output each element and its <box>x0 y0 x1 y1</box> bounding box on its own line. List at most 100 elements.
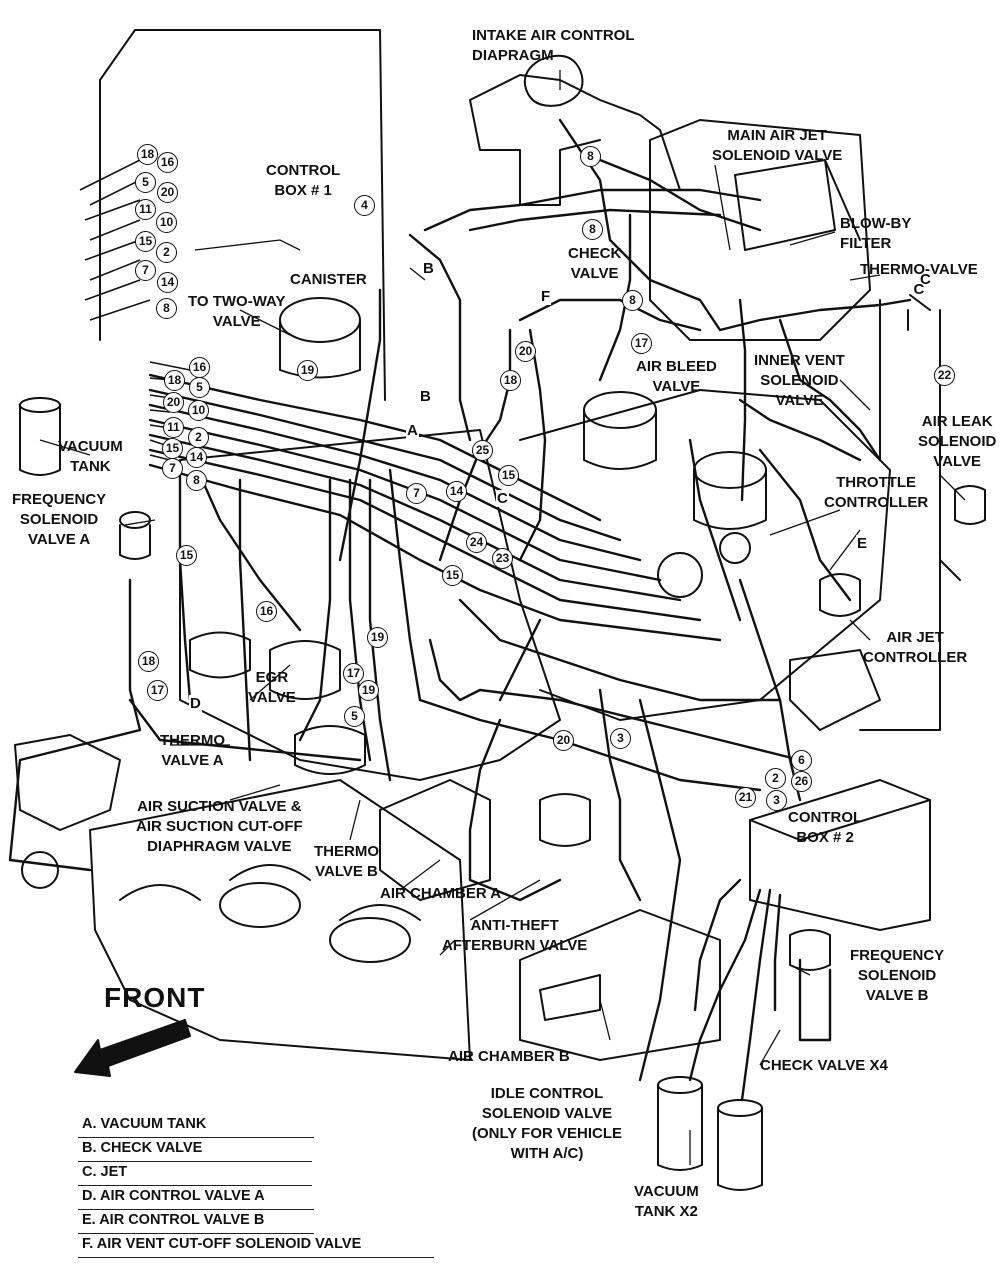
hose-number-circle: 5 <box>344 706 365 727</box>
component-letter-mark: A <box>406 422 419 439</box>
hose-number-circle: 22 <box>934 365 955 386</box>
hose-number-circle: 7 <box>162 458 183 479</box>
hose-number-circle: 19 <box>297 360 318 381</box>
label-air-chamber-b: AIR CHAMBER B <box>448 1048 570 1065</box>
hose-number-circle: 20 <box>515 341 536 362</box>
air-chamber-a <box>379 779 491 901</box>
label-air-bleed-valve: AIR BLEED VALVE <box>636 358 717 395</box>
component-letter-mark: B <box>419 388 432 405</box>
hose-number-circle: 23 <box>492 548 513 569</box>
hose-number-circle: 15 <box>135 231 156 252</box>
hose-number-circle: 18 <box>164 370 185 391</box>
label-control-box-1: CONTROL BOX # 1 <box>266 162 341 199</box>
hose-number-circle: 10 <box>156 212 177 233</box>
component-letter-mark: F <box>540 288 552 305</box>
hose-number-circle: 7 <box>406 483 427 504</box>
label-inner-vent-solenoid-valve: INNER VENT SOLENOID VALVE <box>754 352 845 409</box>
hose-number-circle: 5 <box>189 377 210 398</box>
hose-number-circle: 14 <box>186 447 207 468</box>
hose-number-circle: 14 <box>446 481 467 502</box>
label-air-leak-solenoid-valve: AIR LEAK SOLENOID VALVE <box>918 413 997 470</box>
label-check-valve: CHECK VALVE <box>568 245 622 282</box>
hose-number-circle: 5 <box>135 172 156 193</box>
label-check-valve-x4: CHECK VALVE X4 <box>760 1057 888 1074</box>
hose-number-circle: 8 <box>582 219 603 240</box>
hose-number-circle: 16 <box>157 152 178 173</box>
component-letter-mark: C <box>496 490 509 507</box>
body-outline <box>99 29 386 401</box>
hose-number-circle: 11 <box>135 199 156 220</box>
label-thermo-valve-a: THERMO VALVE A <box>160 732 225 769</box>
label-thermo-valve-c: THERMO-VALVE C <box>860 261 978 298</box>
hose-number-circle: 8 <box>622 290 643 311</box>
hose-number-circle: 15 <box>442 565 463 586</box>
label-egr-valve: EGR VALVE <box>248 669 296 706</box>
hose-number-circle: 25 <box>472 440 493 461</box>
label-throttle-controller: THROTTLE CONTROLLER <box>824 474 929 511</box>
vacuum-tanks-x2 <box>657 1076 763 1191</box>
label-air-suction-valve: AIR SUCTION VALVE & AIR SUCTION CUT-OFF … <box>136 798 303 855</box>
hose-number-circle: 15 <box>176 545 197 566</box>
hose-number-circle: 19 <box>358 680 379 701</box>
label-frequency-solenoid-valve-b: FREQUENCY SOLENOID VALVE B <box>850 947 945 1004</box>
hose-number-circle: 24 <box>466 532 487 553</box>
legend-item: B. CHECK VALVE <box>78 1138 312 1162</box>
legend-item: D. AIR CONTROL VALVE A <box>78 1186 314 1210</box>
hose-number-circle: 16 <box>189 357 210 378</box>
label-control-box-2: CONTROL BOX # 2 <box>788 809 863 846</box>
label-main-air-jet-solenoid-valve: MAIN AIR JET SOLENOID VALVE <box>712 127 843 164</box>
hose-number-circle: 16 <box>256 601 277 622</box>
hose-number-circle: 7 <box>135 260 156 281</box>
cylinder-head <box>89 779 471 1061</box>
hose-number-circle: 17 <box>631 333 652 354</box>
hose-number-circle: 15 <box>498 465 519 486</box>
hose-number-circle: 17 <box>147 680 168 701</box>
hose-number-circle: 15 <box>162 438 183 459</box>
hose-number-circle: 20 <box>163 392 184 413</box>
hose-number-circle: 18 <box>138 651 159 672</box>
label-front: FRONT <box>104 982 206 1013</box>
control-box-2-outline <box>749 779 931 931</box>
hose-number-circle: 20 <box>553 730 574 751</box>
label-air-chamber-a: AIR CHAMBER A <box>380 885 502 902</box>
hose-number-circle: 2 <box>188 427 209 448</box>
hose-number-circle: 8 <box>580 146 601 167</box>
vacuum-tank-left <box>19 397 61 476</box>
intake-duct <box>469 74 681 206</box>
hose-number-circle: 2 <box>156 242 177 263</box>
label-intake-air-control-diaphragm: INTAKE AIR CONTROL DIAPRAGM <box>472 27 635 64</box>
label-canister: CANISTER <box>290 271 367 288</box>
hose-number-circle: 3 <box>610 728 631 749</box>
hose-number-circle: 14 <box>157 272 178 293</box>
hose-number-circle: 2 <box>765 768 786 789</box>
hose-number-circle: 3 <box>766 790 787 811</box>
component-letter-mark: C <box>919 271 932 288</box>
legend: A. VACUUM TANK B. CHECK VALVE C. JET D. … <box>78 1114 438 1258</box>
hose-number-circle: 6 <box>791 750 812 771</box>
component-letter-mark: B <box>422 260 435 277</box>
hose-number-circle: 8 <box>156 298 177 319</box>
hose-number-circle: 18 <box>500 370 521 391</box>
label-blow-by-filter: BLOW-BY FILTER <box>840 215 912 252</box>
label-frequency-solenoid-valve-a: FREQUENCY SOLENOID VALVE A <box>12 491 107 548</box>
hose-number-circle: 8 <box>186 470 207 491</box>
hose-number-circle: 17 <box>343 663 364 684</box>
hose-number-circle: 18 <box>137 144 158 165</box>
hose-number-circle: 26 <box>791 771 812 792</box>
legend-item: E. AIR CONTROL VALVE B <box>78 1210 314 1234</box>
legend-item: F. AIR VENT CUT-OFF SOLENOID VALVE <box>78 1234 434 1258</box>
hose-number-circle: 21 <box>735 787 756 808</box>
hose-number-circle: 4 <box>354 195 375 216</box>
label-air-jet-controller: AIR JET CONTROLLER <box>863 629 968 666</box>
component-letter-mark: D <box>189 695 202 712</box>
component-letter-mark: E <box>856 535 869 552</box>
label-vacuum-tank: VACUUM TANK <box>58 438 123 475</box>
label-vacuum-tank-x2: VACUUM TANK X2 <box>634 1183 699 1220</box>
label-idle-control-solenoid-valve: IDLE CONTROL SOLENOID VALVE (ONLY FOR VE… <box>472 1085 623 1162</box>
legend-item: C. JET <box>78 1162 312 1186</box>
front-arrow <box>74 1019 191 1077</box>
air-chamber-b <box>519 909 721 1061</box>
legend-item: A. VACUUM TANK <box>78 1114 314 1138</box>
